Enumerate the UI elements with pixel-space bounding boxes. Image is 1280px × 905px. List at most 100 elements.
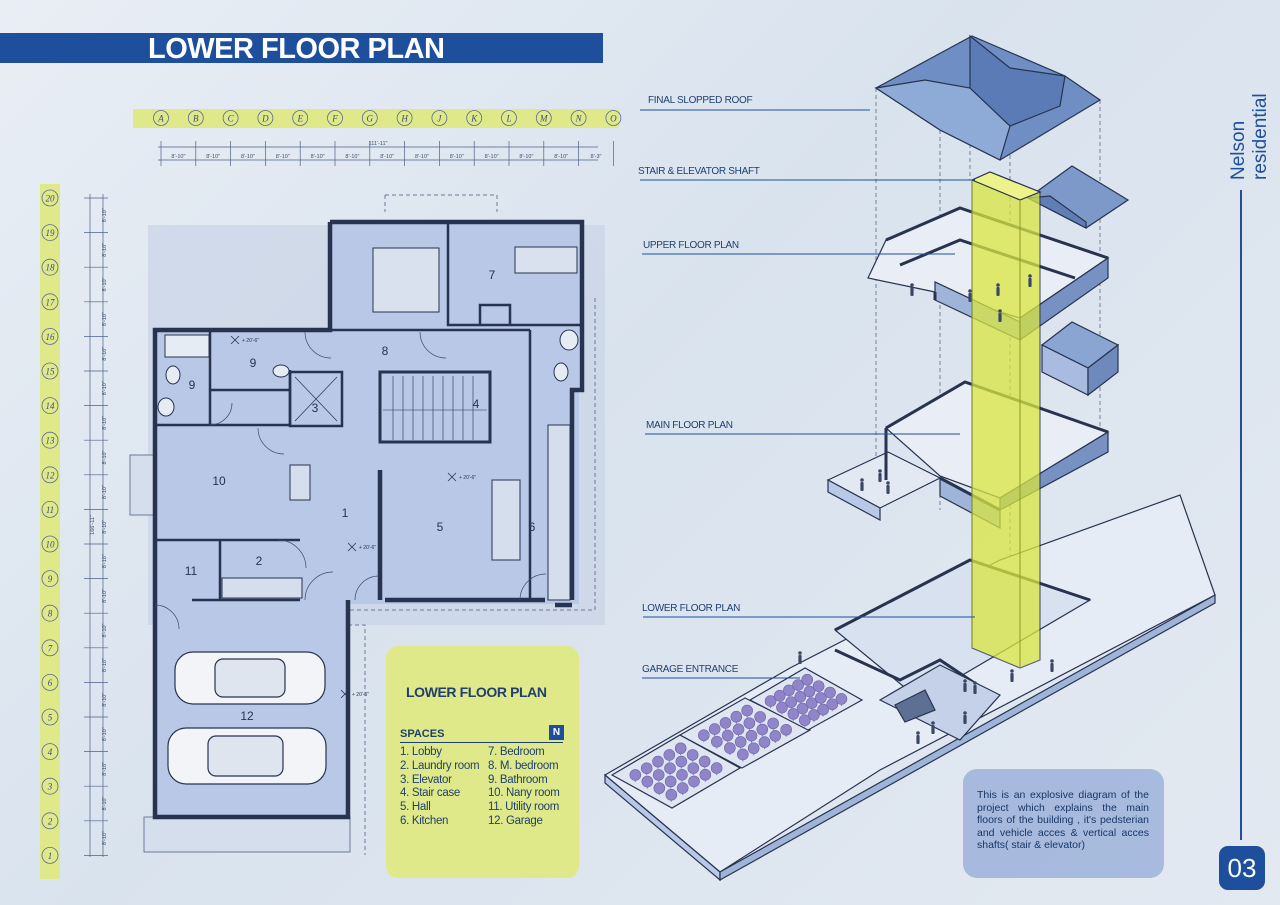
tree-icon — [796, 702, 809, 715]
tree-icon — [734, 736, 747, 748]
tree-icon — [743, 717, 756, 729]
person-body — [798, 655, 802, 664]
dimension-label: 8'-10" — [206, 154, 220, 160]
person-body — [963, 683, 967, 692]
room-number: 11 — [185, 564, 198, 578]
stair-treads — [383, 376, 487, 440]
room-number: 8 — [382, 344, 389, 358]
space-item: 9. Bathroom — [488, 773, 548, 786]
tree-icon — [776, 701, 788, 714]
tree-icon — [787, 708, 800, 720]
grid-bubble-row — [41, 224, 59, 242]
dimension-label: 8'-10" — [102, 277, 108, 291]
grid-label-col: O — [610, 114, 617, 124]
grid-label-row: 12 — [46, 470, 56, 480]
grid-label-col: G — [367, 114, 374, 124]
final-roof — [874, 34, 1130, 229]
tree-icon — [783, 684, 795, 697]
floor-plan — [129, 194, 605, 855]
label-garage-entrance: GARAGE ENTRANCE — [642, 664, 739, 675]
tree-icon — [817, 703, 829, 716]
dimension-label: 8'-10" — [485, 154, 499, 160]
person-icon — [973, 681, 977, 685]
dimension-label: 8'-10" — [102, 208, 108, 222]
spaces-divider — [400, 742, 563, 743]
tree-icon — [794, 690, 807, 703]
tree-icon — [741, 704, 753, 717]
dimension-label: 8'-10" — [380, 154, 394, 160]
tree-icon — [826, 698, 839, 711]
grid-label-row: 3 — [47, 782, 53, 792]
dimension-label: 8'-10" — [102, 243, 108, 257]
level-cross-icon — [347, 542, 357, 552]
tree-icon — [758, 736, 771, 748]
tree-icon — [711, 735, 723, 748]
dimension-label: 8'-10" — [102, 658, 108, 672]
tree-icon — [835, 693, 848, 705]
person-icon — [998, 309, 1002, 313]
grid-label-row: 15 — [46, 367, 56, 377]
leader-lines — [640, 109, 975, 679]
grid-label-row: 9 — [48, 574, 53, 584]
dimension-label: 8'-10" — [311, 154, 325, 160]
person-icon — [910, 283, 914, 287]
label-shaft: STAIR & ELEVATOR SHAFT — [638, 166, 760, 177]
room-number: 2 — [256, 554, 263, 568]
tree-icon — [767, 717, 779, 730]
dimension-label: 8'-10" — [102, 693, 108, 707]
dimension-label: 8'-10" — [415, 154, 429, 160]
grid-bubble-row — [41, 466, 59, 484]
tree-icon — [721, 729, 734, 742]
person-icon — [996, 283, 1000, 287]
tree-icon — [698, 755, 711, 768]
dimension-label: 8'-10" — [102, 796, 108, 810]
person-icon — [1010, 669, 1014, 673]
person-icon — [963, 711, 967, 715]
dimension-label: 8'-10" — [102, 762, 108, 776]
grid-bubble-row — [41, 327, 59, 345]
grid-label-col: N — [575, 114, 583, 124]
grid-bubble-col — [153, 110, 169, 126]
grid-label-row: 5 — [48, 713, 53, 723]
grid-bubble-col — [605, 110, 622, 126]
tree-icon — [699, 768, 712, 781]
person-body — [998, 313, 1002, 322]
grid-bubble-col — [466, 110, 483, 126]
person-icon — [916, 731, 920, 735]
room-number: 9 — [189, 378, 196, 392]
dimension-label: 8'-10" — [241, 154, 255, 160]
grid-bubble-row — [41, 293, 59, 311]
cars — [167, 651, 327, 785]
grid-label-row: 17 — [46, 297, 56, 307]
room-number: 12 — [240, 709, 254, 723]
level-cross-icon — [230, 335, 240, 345]
dimension-label: 8'-10" — [554, 154, 568, 160]
room-number: 3 — [312, 401, 319, 415]
room-number: 9 — [250, 356, 257, 370]
grid-label-row: 16 — [46, 332, 56, 342]
tree-icon — [674, 742, 687, 755]
grid-label-row: 2 — [48, 816, 53, 826]
person-body — [1010, 673, 1014, 682]
dimension-label: 8'-10" — [171, 154, 185, 160]
stair-elevator-shaft — [970, 171, 1042, 669]
spaces-heading: SPACES — [400, 728, 445, 740]
dimension-label: 8'-10" — [102, 727, 108, 741]
grid-label-col: F — [331, 114, 338, 124]
tree-icon — [798, 714, 811, 727]
grid-bubble-col — [327, 110, 343, 126]
grid-bubble-row — [41, 743, 59, 760]
tree-icon — [815, 692, 827, 704]
tree-icon — [812, 680, 825, 692]
person-icon — [968, 289, 972, 293]
space-item: 12. Garage — [488, 814, 543, 827]
grid-label-row: 14 — [46, 401, 56, 411]
tree-icon — [764, 695, 777, 707]
grid-bubble-col — [222, 110, 239, 126]
tree-icon — [687, 762, 700, 774]
people-figures — [798, 274, 1054, 744]
person-icon — [860, 478, 864, 482]
tree-icon — [641, 775, 654, 788]
tree-icon — [747, 742, 760, 755]
